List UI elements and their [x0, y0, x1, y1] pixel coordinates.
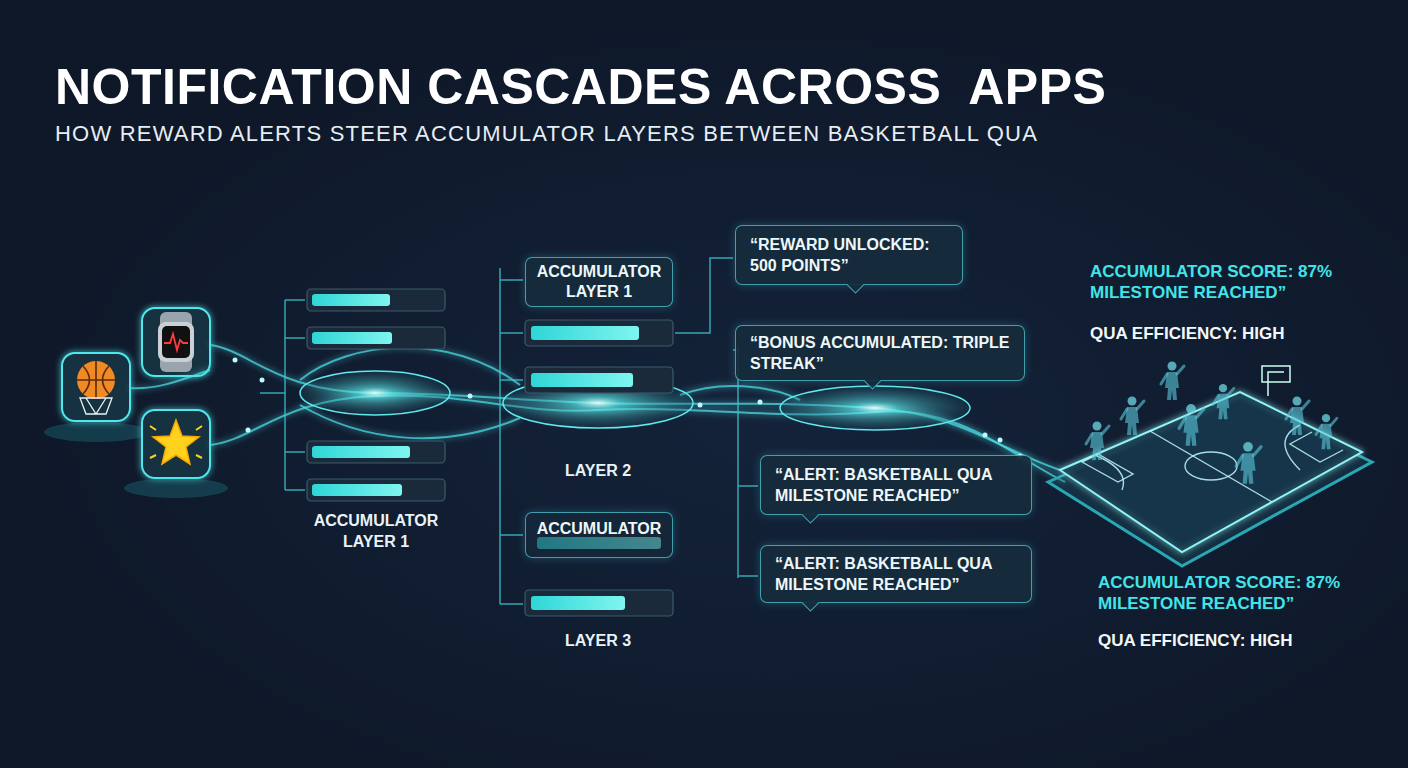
- node-text: “BONUS ACCUMULATED: TRIPLE STREAK”: [750, 332, 1010, 374]
- node-text: “ALERT: BASKETBALL QUA MILESTONE REACHED…: [775, 464, 1017, 506]
- progress-bars: [307, 289, 673, 616]
- score-label: ACCUMULATOR SCORE: 87% MILESTONE REACHED…: [1098, 572, 1388, 614]
- node-text: “REWARD UNLOCKED: 500 POINTS”: [750, 234, 948, 276]
- score-label: QUA EFFICIENCY: HIGH: [1098, 630, 1388, 651]
- brackets: [260, 258, 758, 604]
- accumulator-box: ACCUMULATOR LAYER 1: [525, 257, 673, 307]
- alert-callout: “BONUS ACCUMULATED: TRIPLE STREAK”: [735, 325, 1025, 381]
- layer-label: ACCUMULATOR LAYER 1: [296, 510, 456, 552]
- node-text: “ALERT: BASKETBALL QUA MILESTONE REACHED…: [775, 553, 1017, 595]
- accumulator-box: ACCUMULATOR: [525, 512, 673, 558]
- alert-callout: “REWARD UNLOCKED: 500 POINTS”: [735, 225, 963, 285]
- title: NOTIFICATION CASCADES ACROSS APPS: [55, 58, 1106, 116]
- basketball-court: [1048, 362, 1372, 567]
- node-text: ACCUMULATOR: [537, 519, 662, 539]
- alert-callout: “ALERT: BASKETBALL QUA MILESTONE REACHED…: [760, 545, 1032, 603]
- layer-label: LAYER 2: [548, 460, 648, 481]
- layer-label: LAYER 3: [548, 630, 648, 651]
- app-icons: [44, 308, 228, 498]
- score-label: ACCUMULATOR SCORE: 87% MILESTONE REACHED…: [1090, 261, 1380, 303]
- score-label: QUA EFFICIENCY: HIGH: [1090, 323, 1380, 344]
- subtitle: HOW REWARD ALERTS STEER ACCUMULATOR LAYE…: [55, 121, 1038, 147]
- alert-callout: “ALERT: BASKETBALL QUA MILESTONE REACHED…: [760, 455, 1032, 515]
- node-text: ACCUMULATOR LAYER 1: [534, 262, 664, 302]
